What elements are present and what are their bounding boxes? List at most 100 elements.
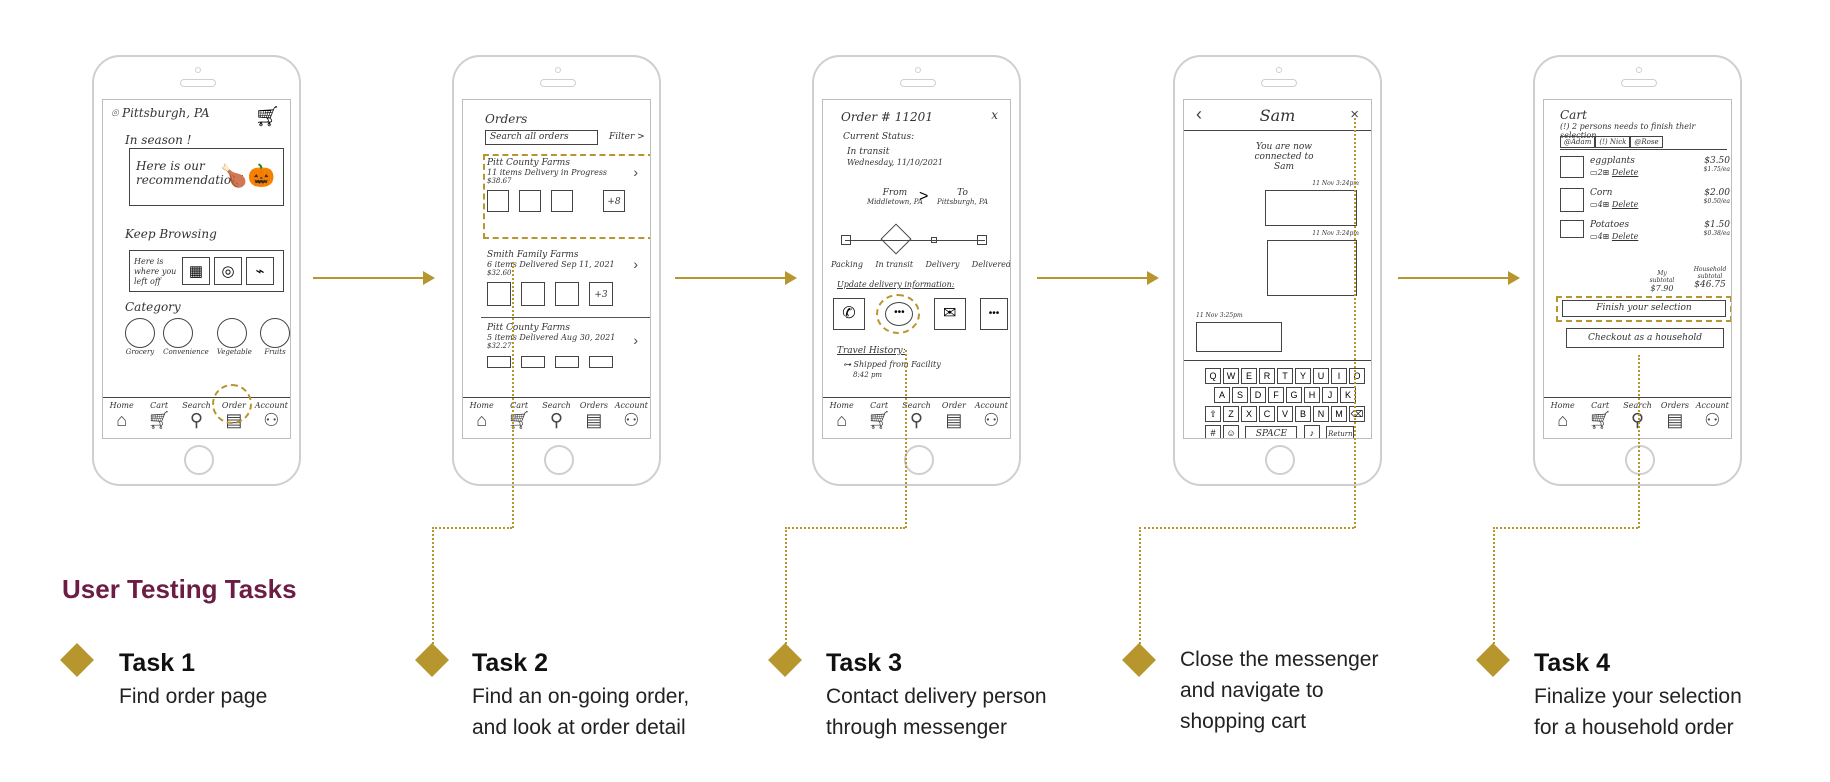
category-vegetable[interactable]: Vegetable: [216, 318, 252, 356]
tab-order[interactable]: Order▤: [941, 401, 966, 430]
tab-search[interactable]: Search⚲: [1623, 401, 1652, 430]
task-marker-icon: [768, 643, 802, 677]
highlight-finish: [1556, 296, 1731, 322]
tab-order[interactable]: Order▤: [212, 384, 253, 438]
home-button: [183, 445, 214, 475]
checkout-household-button[interactable]: Checkout as a household: [1566, 328, 1724, 348]
tab-home[interactable]: Home⌂: [109, 401, 134, 430]
tab-orders[interactable]: Orders▤: [579, 401, 608, 430]
tab-search[interactable]: Search⚲: [542, 401, 571, 430]
order-icon: ▤: [1666, 410, 1684, 430]
connector-line: [432, 527, 434, 647]
bread-icon[interactable]: ▦: [182, 257, 210, 285]
status-date: Wednesday, 11/10/2021: [847, 158, 943, 167]
tab-bar: Home⌂ Cart🛒︎ Search⚲ Orders▤ Account⚇: [463, 397, 650, 438]
connector-line: [1493, 527, 1495, 647]
space-key[interactable]: SPACE: [1245, 426, 1298, 438]
close-icon[interactable]: x: [991, 108, 998, 122]
category-grocery[interactable]: Grocery: [125, 318, 155, 356]
message-option[interactable]: •••: [876, 294, 921, 334]
backspace-icon[interactable]: ⌫: [1349, 406, 1365, 422]
email-icon[interactable]: ✉: [933, 298, 966, 330]
cart-icon: 🛒︎: [1588, 410, 1612, 430]
history-item: ⊶ Shipped from Facility: [843, 360, 941, 369]
member-tab[interactable]: @Rose: [1630, 136, 1663, 148]
task-marker-icon: [1476, 643, 1510, 677]
category-convenience[interactable]: Convenience: [163, 318, 209, 356]
chat-icon[interactable]: •••: [885, 302, 914, 326]
filter-button[interactable]: Filter >: [609, 132, 645, 142]
tab-search[interactable]: Search⚲: [902, 401, 931, 430]
speaker: [539, 79, 576, 87]
mic-icon[interactable]: ♪: [1303, 425, 1320, 438]
status-label: Current Status:: [843, 132, 915, 142]
tab-home[interactable]: Home⌂: [469, 401, 494, 430]
cart-icon: 🛒︎: [867, 410, 891, 430]
return-key[interactable]: Return: [1326, 426, 1355, 438]
divider: [481, 317, 650, 318]
order-card[interactable]: Smith Family Farms 6 items Delivered Sep…: [487, 250, 647, 306]
order-card[interactable]: Pitt County Farms 11 items Delivery in P…: [487, 158, 647, 212]
shift-icon[interactable]: ⇧: [1205, 406, 1221, 422]
progress-track: [845, 240, 985, 241]
hero-banner[interactable]: Here is our recommendation! 🍗🎃: [129, 148, 284, 206]
tab-account[interactable]: Account⚇: [614, 401, 648, 430]
emoji-key[interactable]: ☺: [1223, 425, 1239, 438]
more-icon[interactable]: •••: [979, 298, 1008, 330]
account-icon: ⚇: [1704, 410, 1721, 430]
category-fruits[interactable]: Fruits: [260, 318, 290, 356]
order-number: Order # 11201: [841, 110, 933, 124]
home-icon: ⌂: [116, 410, 128, 430]
phone-messenger: ‹ Sam × You are now connected to Sam 11 …: [1173, 55, 1382, 486]
connected-notice: You are now connected to Sam: [1254, 142, 1314, 172]
tab-home[interactable]: Home⌂: [829, 401, 854, 430]
tab-cart[interactable]: Cart🛒︎: [867, 401, 891, 430]
potato-thumbnail: [1560, 220, 1584, 238]
numbers-key[interactable]: #: [1205, 425, 1221, 438]
browse-card[interactable]: Here is where you left off ▦ ◎ ⌁: [129, 250, 284, 292]
tab-cart[interactable]: Cart🛒︎: [1588, 401, 1612, 430]
chevron-right-icon[interactable]: ›: [633, 256, 638, 272]
member-tab[interactable]: (!) Nick: [1595, 136, 1631, 148]
message-time: 11 Nov 3:24pm: [1312, 180, 1359, 187]
tab-cart[interactable]: Cart🛒︎: [147, 401, 171, 430]
task-description: Finalize your selection for a household …: [1534, 685, 1742, 739]
cart-icon[interactable]: 🛒︎: [254, 106, 280, 128]
tab-home[interactable]: Home⌂: [1550, 401, 1575, 430]
apple-icon[interactable]: ◎: [214, 257, 242, 285]
connector-line: [1354, 118, 1356, 528]
member-tabs: @Adam (!) Nick @Rose: [1560, 136, 1663, 148]
connector-line: [905, 350, 907, 528]
phone-home: ⌾ Pittsburgh, PA 🛒︎ In season ! Here is …: [92, 55, 301, 486]
tab-bar: Home⌂ Cart🛒︎ Search⚲ Orders▤ Account⚇: [1544, 397, 1731, 438]
camera: [914, 67, 921, 73]
search-orders-input[interactable]: Search all orders: [485, 130, 598, 145]
flow-arrow: [675, 271, 797, 285]
chevron-right-icon[interactable]: ›: [633, 332, 638, 348]
tab-orders[interactable]: Orders▤: [1660, 401, 1689, 430]
task-title: Task 3: [826, 649, 902, 677]
tab-account[interactable]: Account⚇: [254, 401, 288, 430]
phone-icon[interactable]: ✆: [833, 298, 865, 330]
orders-title: Orders: [485, 112, 528, 126]
carrot-icon[interactable]: ⌁: [246, 257, 274, 285]
tab-account[interactable]: Account⚇: [1695, 401, 1729, 430]
step-marker: [841, 235, 851, 245]
back-icon[interactable]: ‹: [1196, 104, 1202, 124]
tab-bar: Home⌂ Cart🛒︎ Search⚲ Order▤ Account⚇: [823, 397, 1010, 438]
message-time: 11 Nov 3:25pm: [1196, 312, 1243, 319]
close-icon[interactable]: ×: [1350, 106, 1359, 123]
task-marker-icon: [1122, 643, 1156, 677]
tab-search[interactable]: Search⚲: [182, 401, 211, 430]
tab-cart[interactable]: Cart🛒︎: [507, 401, 531, 430]
travel-history-label: Travel History:: [837, 346, 906, 356]
order-card[interactable]: Pitt County Farms 5 items Delivered Aug …: [487, 323, 647, 368]
member-tab[interactable]: @Adam: [1560, 136, 1596, 148]
tab-account[interactable]: Account⚇: [974, 401, 1008, 430]
chevron-right-icon[interactable]: ›: [633, 164, 638, 180]
phone-cart: Cart (!) 2 persons needs to finish their…: [1533, 55, 1742, 486]
finish-selection-button[interactable]: Finish your selection: [1562, 300, 1726, 317]
